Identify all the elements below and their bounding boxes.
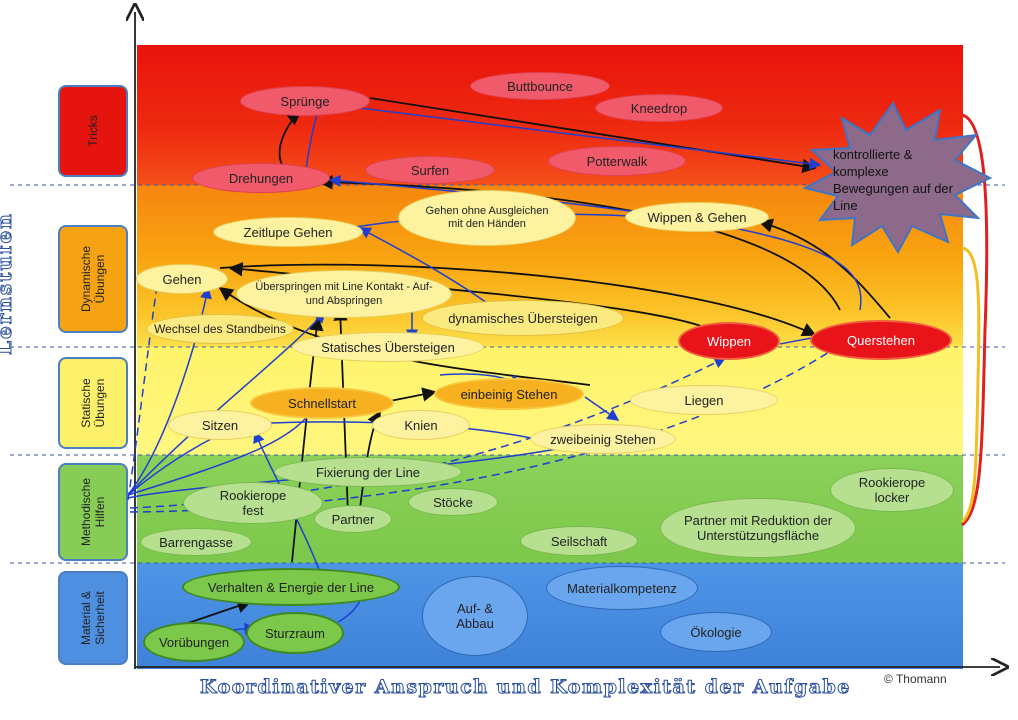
node-rookierope-locker: Rookierope locker (830, 468, 954, 512)
node-gehen: Gehen (136, 264, 228, 294)
node-stoecke: Stöcke (408, 488, 498, 516)
goal-label: kontrollierte & komplexe Bewegungen auf … (833, 147, 953, 213)
node-buttbounce: Buttbounce (470, 72, 610, 100)
node-partner: Partner (314, 505, 392, 533)
node-drehungen: Drehungen (192, 163, 330, 193)
node-potterwalk: Potterwalk (548, 146, 686, 176)
category-tricks: Tricks (58, 85, 128, 177)
node-partner-reduktion: Partner mit Reduktion der Unterstützungs… (660, 498, 856, 558)
node-voruebungen: Vorübungen (143, 622, 245, 662)
node-statisches-uebersteigen: Statisches Übersteigen (292, 332, 484, 362)
category-methodic: Methodische Hilfen (58, 463, 128, 561)
node-surfen: Surfen (365, 156, 495, 184)
y-axis-title: Lernstufen (0, 212, 17, 356)
node-querstehen: Querstehen (810, 320, 952, 360)
node-wippen-gehen: Wippen & Gehen (625, 202, 769, 232)
category-material: Material & Sicherheit (58, 571, 128, 665)
node-sturzraum: Sturzraum (246, 612, 344, 654)
node-rookierope-fest: Rookierope fest (183, 482, 323, 524)
copyright-note: © Thomann (884, 672, 947, 686)
node-zeitlupe-gehen: Zeitlupe Gehen (213, 217, 363, 247)
node-schnellstart: Schnellstart (250, 387, 394, 419)
node-einbeinig-stehen: einbeinig Stehen (434, 378, 584, 410)
node-oekologie: Ökologie (660, 612, 772, 652)
node-gehen-ohne-ausgleichen: Gehen ohne Ausgleichen mit den Händen (398, 190, 576, 246)
node-kneedrop: Kneedrop (595, 94, 723, 122)
node-liegen: Liegen (630, 385, 778, 415)
node-fixierung-line: Fixierung der Line (274, 457, 462, 487)
bracket-yellow (960, 246, 981, 524)
node-barrengasse: Barrengasse (140, 528, 252, 556)
node-materialkompetenz: Materialkompetenz (546, 566, 698, 610)
stage-separators (10, 184, 1005, 564)
x-axis-title: Koordinativer Anspruch und Komplexität d… (200, 676, 851, 699)
node-auf-abbau: Auf- & Abbau (422, 576, 528, 656)
node-ueberspringen: Überspringen mit Line Kontakt - Auf- und… (236, 270, 452, 318)
node-knien: Knien (372, 410, 470, 440)
node-sitzen: Sitzen (168, 410, 272, 440)
node-dynamisches-uebersteigen: dynamisches Übersteigen (422, 300, 624, 336)
category-static: Statische Übungen (58, 357, 128, 449)
node-spruenge: Sprünge (240, 86, 370, 116)
node-verhalten-energie: Verhalten & Energie der Line (182, 568, 400, 606)
category-dynamic: Dynamische Übungen (58, 225, 128, 333)
node-zweibeinig-stehen: zweibeinig Stehen (530, 424, 676, 454)
node-wippen: Wippen (678, 322, 780, 360)
node-seilschaft: Seilschaft (520, 526, 638, 556)
bracket-red (961, 113, 989, 527)
goal-star-shape (802, 101, 993, 255)
node-wechsel-standbein: Wechsel des Standbeins (146, 314, 294, 344)
